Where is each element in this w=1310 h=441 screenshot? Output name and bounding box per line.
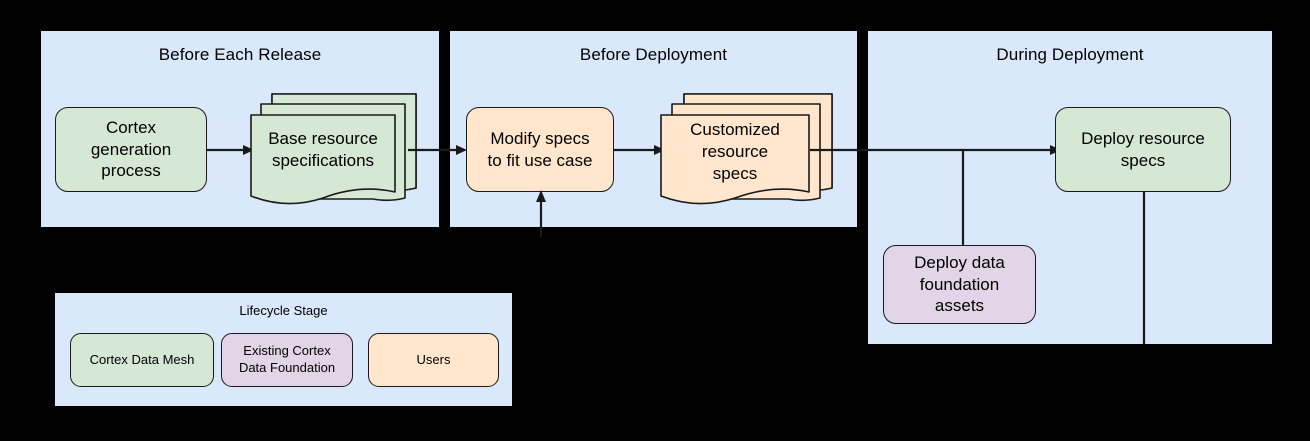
edge-foundation-assets-to-deploy-specs — [955, 149, 971, 249]
panel-title-before-deployment: Before Deployment — [579, 45, 728, 64]
node-deploy-resource-specs[interactable]: Deploy resource specs — [1055, 107, 1231, 192]
node-label: Cortex generation process — [90, 117, 172, 181]
edge-modify-specs-to-customized-specs — [614, 140, 666, 160]
edge-cortex-to-base-specs — [207, 140, 255, 160]
node-label-wrapper: Customized resource specs — [661, 115, 809, 189]
legend-item-label: Users — [416, 351, 451, 367]
node-label: Modify specs to fit use case — [487, 128, 593, 170]
legend-item-label: Cortex Data Mesh — [89, 351, 195, 367]
node-customized-resource-specs[interactable]: Customized resource specs — [660, 88, 836, 206]
edge-customized-specs-to-deploy-specs — [810, 140, 1062, 160]
node-label-wrapper: Base resource specifications — [251, 115, 395, 185]
node-label: Base resource specifications — [268, 129, 378, 170]
edge-deploy-specs-output-line — [1136, 191, 1152, 344]
legend-item-users[interactable]: Users — [368, 333, 499, 387]
node-label: Deploy data foundation assets — [914, 252, 1005, 316]
node-cortex-generation-process[interactable]: Cortex generation process — [55, 107, 207, 192]
legend-item-label: Existing Cortex Data Foundation — [238, 343, 336, 375]
edge-base-specs-to-modify-specs — [408, 140, 468, 160]
node-base-resource-specifications[interactable]: Base resource specifications — [250, 88, 420, 206]
node-label: Deploy resource specs — [1081, 128, 1205, 170]
legend-title: Lifecycle Stage — [239, 303, 328, 318]
edge-users-input-to-modify-specs — [531, 190, 551, 238]
node-modify-specs-to-fit-use-case[interactable]: Modify specs to fit use case — [466, 107, 614, 192]
panel-title-during-deployment: During Deployment — [996, 45, 1144, 64]
legend-item-existing-cortex-data-foundation[interactable]: Existing Cortex Data Foundation — [221, 333, 353, 387]
node-label: Customized resource specs — [690, 120, 780, 183]
node-deploy-data-foundation-assets[interactable]: Deploy data foundation assets — [883, 245, 1036, 324]
legend-item-cortex-data-mesh[interactable]: Cortex Data Mesh — [70, 333, 214, 387]
legend-panel: Lifecycle Stage Cortex Data Mesh Existin… — [55, 293, 512, 406]
panel-title-before-each-release: Before Each Release — [158, 45, 322, 64]
